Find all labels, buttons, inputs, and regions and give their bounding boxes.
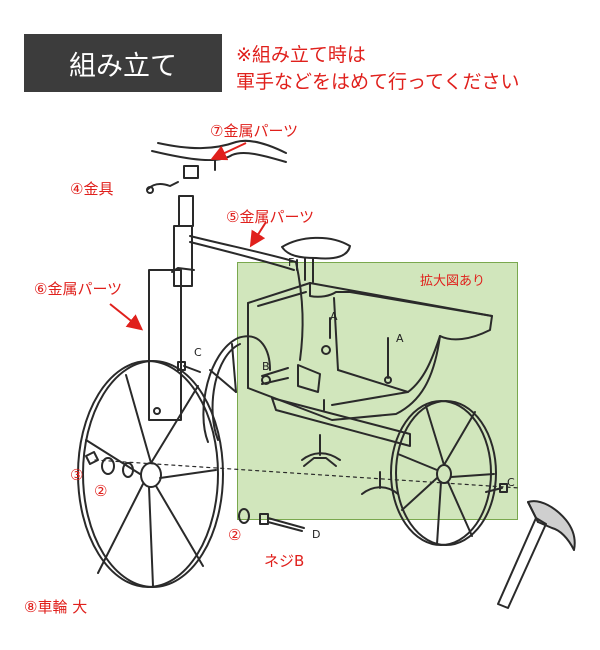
frame-rod <box>189 235 304 361</box>
rear-left-wheel <box>202 335 271 443</box>
front-hub-parts <box>85 451 134 478</box>
label-part2-rear: ② <box>228 526 242 544</box>
body-box <box>247 282 493 421</box>
hammer <box>497 500 576 609</box>
label-part4: ④金具 <box>70 180 114 198</box>
arrow-part6 <box>109 303 144 331</box>
letter-d: D <box>312 528 321 541</box>
arrow-part7 <box>210 142 247 161</box>
side-screw <box>177 361 201 373</box>
zoom-region <box>237 262 518 520</box>
arrow-part5 <box>249 221 267 248</box>
front-wheel <box>77 360 224 588</box>
label-part2-front: ② <box>94 482 108 500</box>
frame-rail <box>261 364 411 447</box>
label-wheel: ⑧車輪 大 <box>24 598 88 616</box>
label-screw-b: ネジB <box>264 552 305 570</box>
label-part7: ⑦金属パーツ <box>210 122 299 140</box>
caution-note-line2: 軍手などをはめて行ってください <box>236 71 520 93</box>
stand-legs <box>301 434 399 495</box>
rear-right-wheel <box>390 400 497 546</box>
label-part3: ③ <box>70 466 84 484</box>
clamp-part <box>146 181 179 194</box>
label-part6: ⑥金属パーツ <box>34 280 123 298</box>
letter-c-rear: C <box>507 476 515 489</box>
letter-f: F <box>288 256 295 269</box>
steering-column <box>148 195 195 421</box>
rear-screw <box>485 483 508 493</box>
zoom-label: 拡大図あり <box>420 274 486 289</box>
letter-c-side: C <box>194 346 202 359</box>
seat <box>281 236 351 283</box>
bottom-screw <box>238 508 305 532</box>
page-title: 組み立て <box>24 34 222 92</box>
letter-a-left: A <box>330 310 338 323</box>
label-part5: ⑤金属パーツ <box>226 208 315 226</box>
caution-note-line1: ※組み立て時は <box>236 44 366 66</box>
letter-b: B <box>262 360 270 373</box>
letter-a-right: A <box>396 332 404 345</box>
